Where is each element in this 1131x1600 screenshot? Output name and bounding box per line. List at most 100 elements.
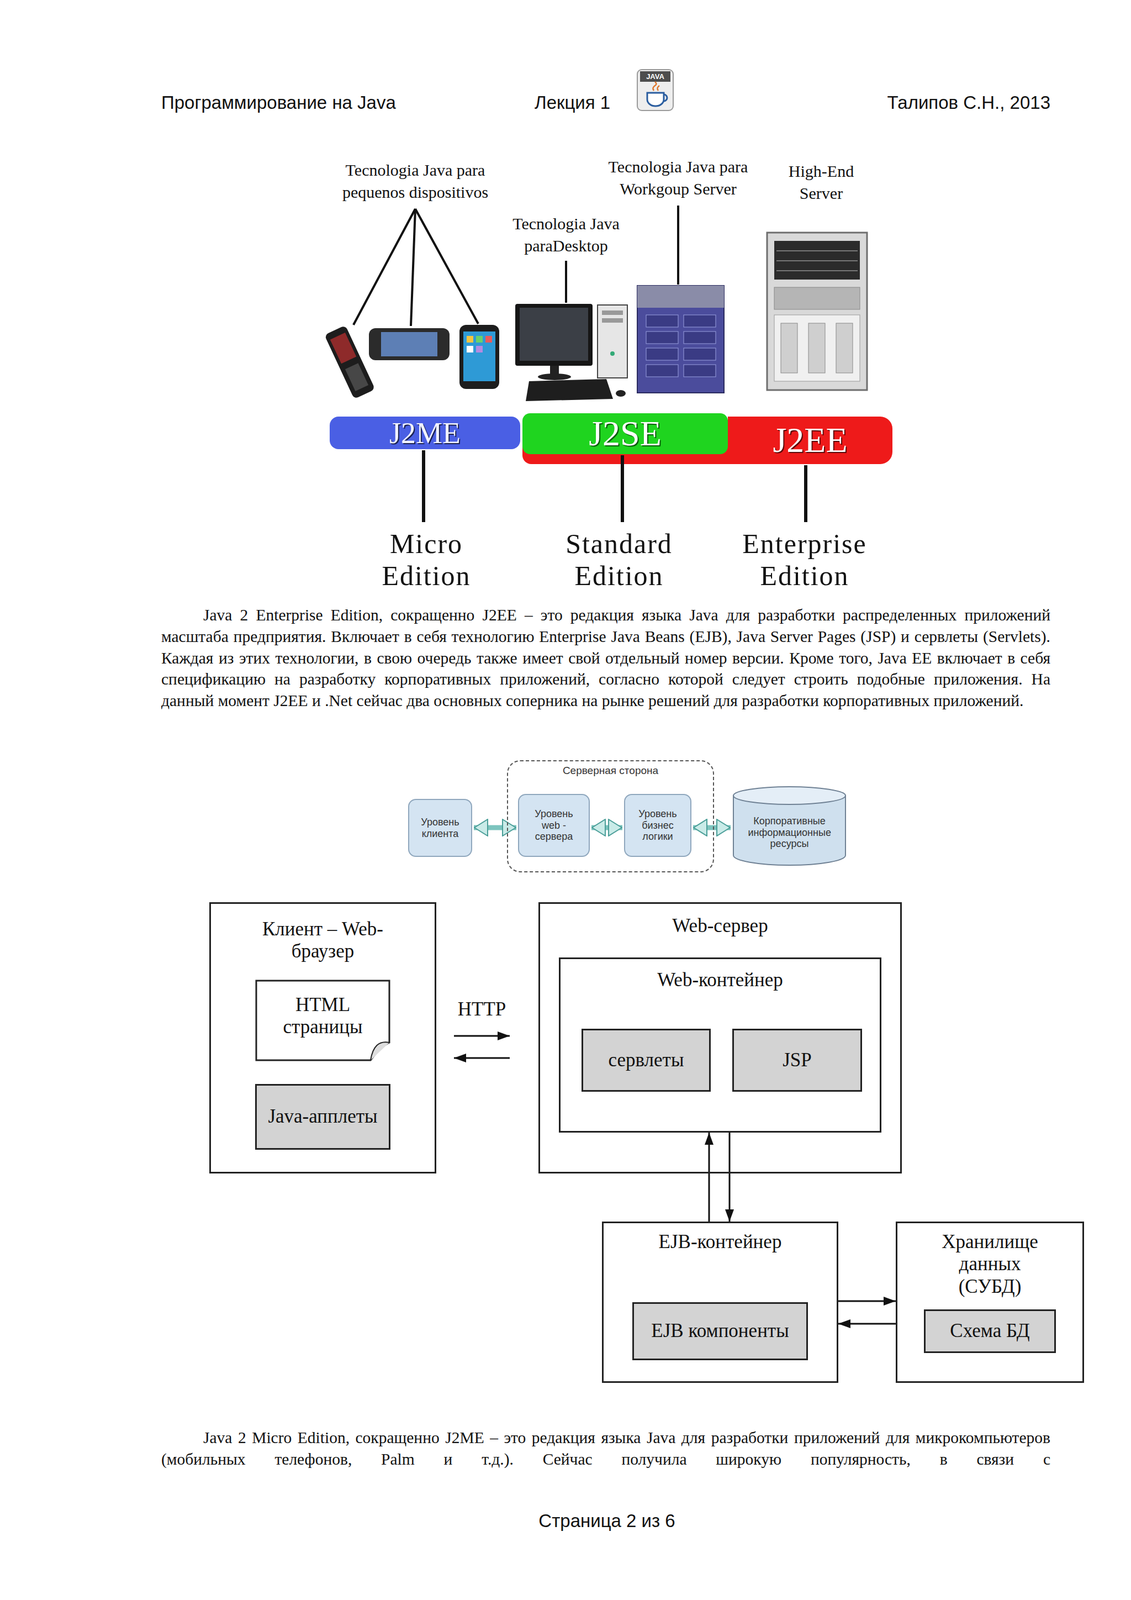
- edition-name: Enterprise Edition: [721, 527, 888, 592]
- header-text: Программирование на Java: [161, 91, 471, 114]
- document-body: [256, 980, 390, 1060]
- monitor: [515, 303, 593, 366]
- monitor-base: [537, 373, 572, 380]
- leader-line: [620, 455, 625, 522]
- leader-line: [804, 464, 808, 522]
- phone-keys: [345, 362, 369, 391]
- phone-body: [324, 325, 375, 400]
- icon-steam: [652, 81, 660, 91]
- rack-line: [776, 270, 858, 272]
- edition-name: Micro Edition: [362, 527, 490, 592]
- platform-caption: Tecnologia Java para Workgoup Server: [595, 155, 761, 200]
- node-text: Web-сервер: [544, 914, 896, 937]
- rack-line: [776, 260, 858, 262]
- node-text: Корпоративные информационные ресурсы: [748, 815, 832, 850]
- workgroup-server: [637, 285, 724, 393]
- leader-line: [677, 205, 680, 285]
- body-paragraph: Java 2 Micro Edition, сокращенно J2ME – …: [161, 1426, 1051, 1470]
- java-icon: [637, 69, 674, 111]
- monitor-stand: [550, 365, 559, 375]
- document-fold: [370, 1041, 390, 1060]
- phone-device: [324, 325, 375, 400]
- node-text: EJB компоненты: [651, 1319, 789, 1342]
- icon-cup-handle: [663, 94, 668, 102]
- node-text: Схема БД: [949, 1319, 1030, 1342]
- icon-text: JAVA: [640, 71, 671, 82]
- database-cylinder: Корпоративные информационные ресурсы: [732, 785, 847, 865]
- servlet-box: сервлеты: [581, 1028, 711, 1092]
- drive-bay: [683, 314, 716, 327]
- rack-panel: [774, 314, 860, 382]
- icon-cup: [647, 92, 664, 107]
- drive-bay: [646, 347, 679, 361]
- web-container-box: Web-контейнер сервлеты JSP: [558, 957, 882, 1133]
- cylinder-body: [733, 795, 846, 865]
- rack-drive: [808, 323, 826, 373]
- node-text: Хранилище данных (СУБД): [934, 1230, 1046, 1298]
- applet-box: Java-апплеты: [255, 1083, 391, 1150]
- smartphone-screen: [463, 331, 496, 382]
- leader-line: [421, 450, 426, 522]
- keyboard: [525, 378, 613, 401]
- j2me-band: J2ME: [329, 416, 521, 449]
- node-text: Уровень клиента: [414, 816, 466, 839]
- handheld-screen: [381, 331, 438, 357]
- app-icon: [476, 335, 483, 343]
- rack-unit: [774, 240, 860, 280]
- node-text: Уровень бизнес логики: [632, 807, 684, 843]
- smartphone-body: [459, 324, 500, 389]
- data-arrow: [838, 1299, 896, 1302]
- app-icon: [476, 345, 483, 353]
- desktop-computer: [515, 303, 628, 401]
- drive-bay: [646, 314, 679, 327]
- server-top: [637, 285, 724, 308]
- drive-bay: [683, 347, 716, 361]
- j2se-band: J2SE: [522, 413, 728, 454]
- node-text: Серверная сторона: [512, 764, 709, 777]
- node-text: HTML страницы: [270, 993, 376, 1039]
- node-text: Java-апплеты: [267, 1105, 378, 1128]
- header-text: Лекция 1: [534, 91, 634, 114]
- leader-line: [353, 208, 416, 325]
- call-arrow: [728, 1132, 731, 1222]
- app-icon: [466, 335, 474, 343]
- tier-arrow: [693, 825, 731, 831]
- http-arrow: [453, 1056, 510, 1059]
- client-box: Клиент – Web-браузерHTML страницыJava-ап…: [209, 901, 437, 1173]
- drive-slot: [601, 310, 623, 315]
- jsp-box: JSP: [732, 1028, 863, 1092]
- header-text: Талипов С.Н., 2013: [774, 91, 1051, 114]
- web-server-box: Web-серверWeb-контейнер сервлеты JSP: [538, 901, 902, 1173]
- server-side-group: Серверная сторонаУровень web - сервера Ур…: [506, 759, 715, 872]
- node-text: Web-контейнер: [564, 968, 876, 991]
- j2ee-band: J2EE: [727, 416, 893, 464]
- icon-strip: [640, 71, 671, 82]
- ejb-components-box: EJB компоненты: [632, 1301, 808, 1360]
- power-led: [610, 351, 615, 356]
- page-number: Страница 2 из 6: [496, 1509, 718, 1532]
- tier-arrow: [591, 825, 623, 831]
- drive-slot: [601, 318, 623, 323]
- tier-box: Уровень web - сервера: [518, 793, 590, 857]
- data-arrow: [838, 1322, 896, 1325]
- mouse: [615, 389, 626, 397]
- tier-arrow: [473, 825, 517, 831]
- schema-box: Схема БД: [923, 1308, 1056, 1353]
- app-icon: [485, 335, 493, 343]
- ejb-container-box: EJB-контейнерEJB компоненты: [601, 1221, 839, 1383]
- node-text: сервлеты: [608, 1048, 685, 1071]
- handheld-body: [368, 328, 450, 361]
- leader-line: [410, 208, 416, 326]
- node-text: J2ME: [389, 418, 461, 448]
- platform-caption: Tecnologia Java paraDesktop: [499, 212, 633, 257]
- smartphone-device: [459, 324, 500, 389]
- server-body: [637, 285, 724, 393]
- drive-bay: [646, 364, 679, 377]
- http-arrow: [453, 1034, 510, 1037]
- pc-tower: [597, 304, 628, 378]
- server-rack: [767, 232, 868, 390]
- node-text: J2SE: [588, 415, 662, 452]
- platform-caption: High-End Server: [779, 160, 863, 205]
- rack-drive: [836, 323, 853, 373]
- document-shape: HTML страницы: [255, 979, 391, 1061]
